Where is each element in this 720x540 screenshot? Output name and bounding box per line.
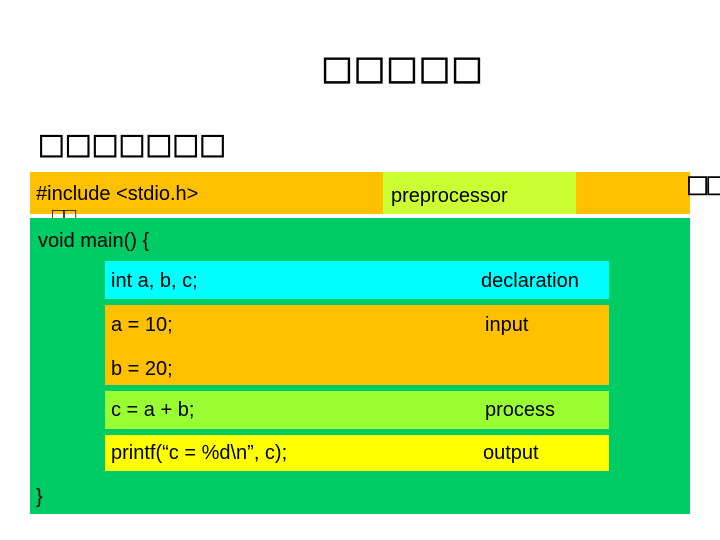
hidden-text-fragment: □□ [52,206,77,218]
output-code: printf(“c = %d\n”, c); [111,442,288,464]
process-code: c = a + b; [111,399,195,421]
slide-subtitle: □□□□□□□ [40,121,229,165]
include-statement: #include <stdio.h> [36,183,199,205]
output-row: printf(“c = %d\n”, c); output [105,435,609,471]
include-band [30,172,690,214]
input-label: input [485,314,529,336]
declaration-label: declaration [481,270,579,292]
input-row: a = 10; input b = 20; [105,305,609,385]
closing-brace: } [36,486,43,508]
preprocessor-label: preprocessor [391,185,508,207]
declaration-code: int a, b, c; [111,270,198,292]
overflow-text: □□ [688,164,720,202]
declaration-row: int a, b, c; declaration [105,261,609,299]
input-code-a: a = 10; [111,314,173,336]
preprocessor-box [383,172,576,214]
process-row: c = a + b; process [105,391,609,429]
input-code-b: b = 20; [111,358,173,380]
main-function-header: void main() { [38,230,150,252]
process-label: process [485,399,556,421]
slide-title: □□□□□ [323,42,487,93]
output-label: output [483,442,539,464]
